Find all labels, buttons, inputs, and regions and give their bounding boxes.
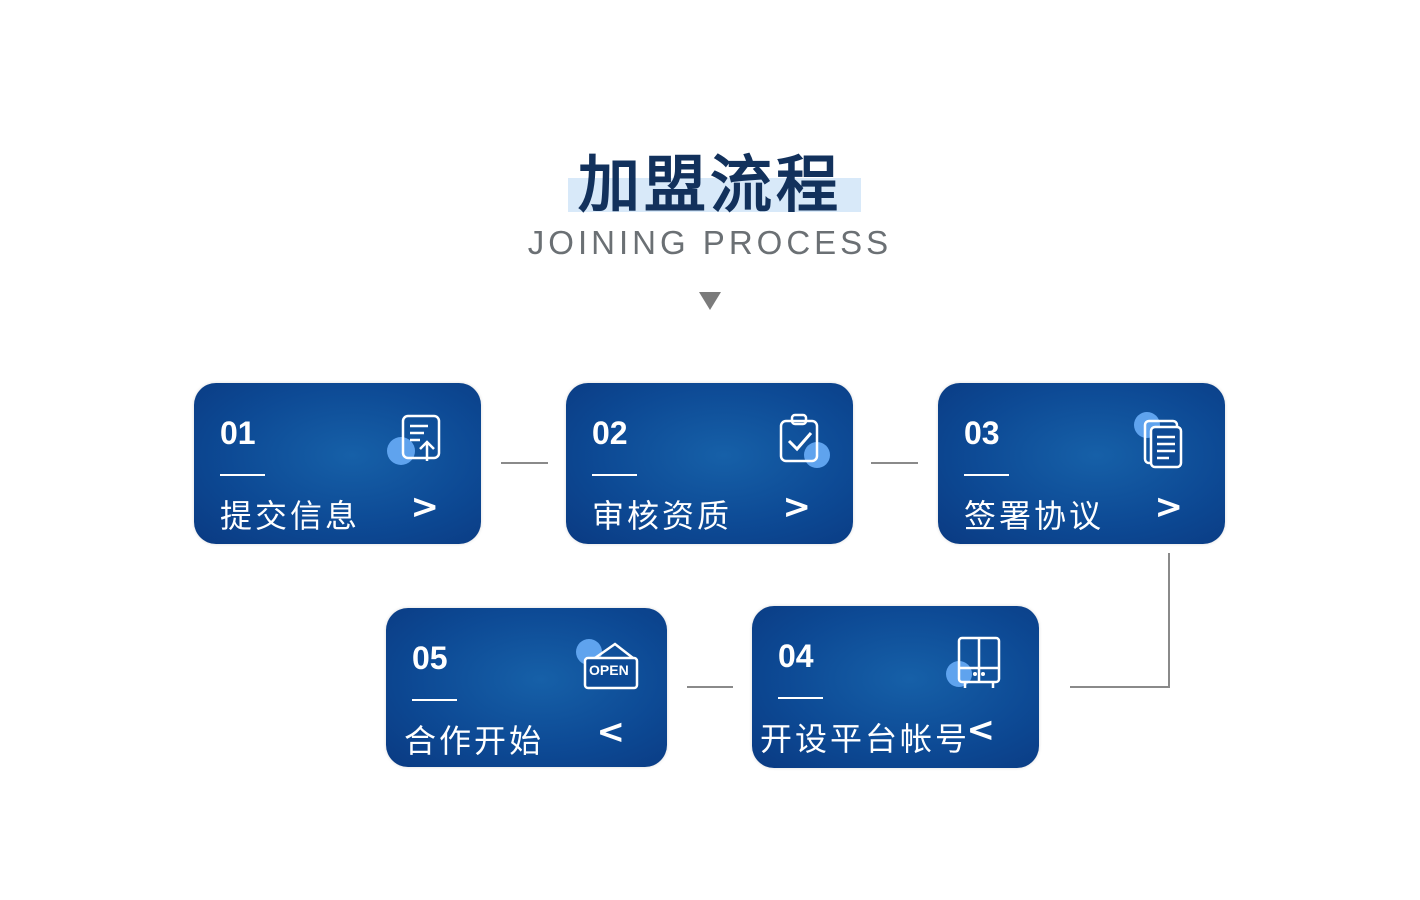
step-label: 合作开始 (404, 722, 545, 760)
step-card-03[interactable]: 03 签署协议 > (938, 383, 1225, 544)
step-card-05[interactable]: 05 合作开始 < OPEN (386, 608, 667, 767)
connector-2-3 (871, 462, 918, 464)
step-number: 02 (592, 415, 628, 451)
chevron-left-icon: < (596, 712, 626, 752)
step-card-02[interactable]: 02 审核资质 > (566, 383, 853, 544)
chevron-right-icon: > (782, 487, 812, 527)
document-upload-icon (387, 414, 441, 465)
open-sign-icon: OPEN (575, 636, 641, 696)
divider (220, 474, 265, 476)
step-card-01[interactable]: 01 提交信息 > (194, 383, 481, 544)
step-card-04[interactable]: 04 开设平台帐号 < (752, 606, 1039, 768)
cabinet-icon (946, 636, 1001, 688)
step-number: 04 (778, 638, 814, 674)
connector-4-5 (687, 686, 733, 688)
divider (412, 699, 457, 701)
page-subtitle: JOINING PROCESS (527, 224, 893, 261)
title-highlight (568, 178, 861, 212)
connector-3-4-horizontal (1070, 686, 1170, 688)
step-number: 05 (412, 640, 448, 676)
connector-3-4-vertical (1168, 553, 1170, 688)
open-sign-text: OPEN (589, 662, 629, 678)
divider (778, 697, 823, 699)
divider (964, 474, 1009, 476)
step-label: 开设平台帐号 (760, 720, 971, 758)
down-triangle-icon (699, 292, 721, 310)
clipboard-check-icon (779, 413, 830, 468)
page-title: 加盟流程 (577, 148, 842, 221)
step-label: 审核资质 (592, 497, 733, 535)
connector-1-2 (501, 462, 548, 464)
chevron-left-icon: < (966, 710, 996, 750)
chevron-right-icon: > (1154, 487, 1184, 527)
documents-icon (1134, 412, 1183, 469)
divider (592, 474, 637, 476)
step-label: 签署协议 (964, 497, 1105, 535)
step-label: 提交信息 (220, 497, 361, 535)
chevron-right-icon: > (410, 487, 440, 527)
step-number: 03 (964, 415, 1000, 451)
step-number: 01 (220, 415, 256, 451)
